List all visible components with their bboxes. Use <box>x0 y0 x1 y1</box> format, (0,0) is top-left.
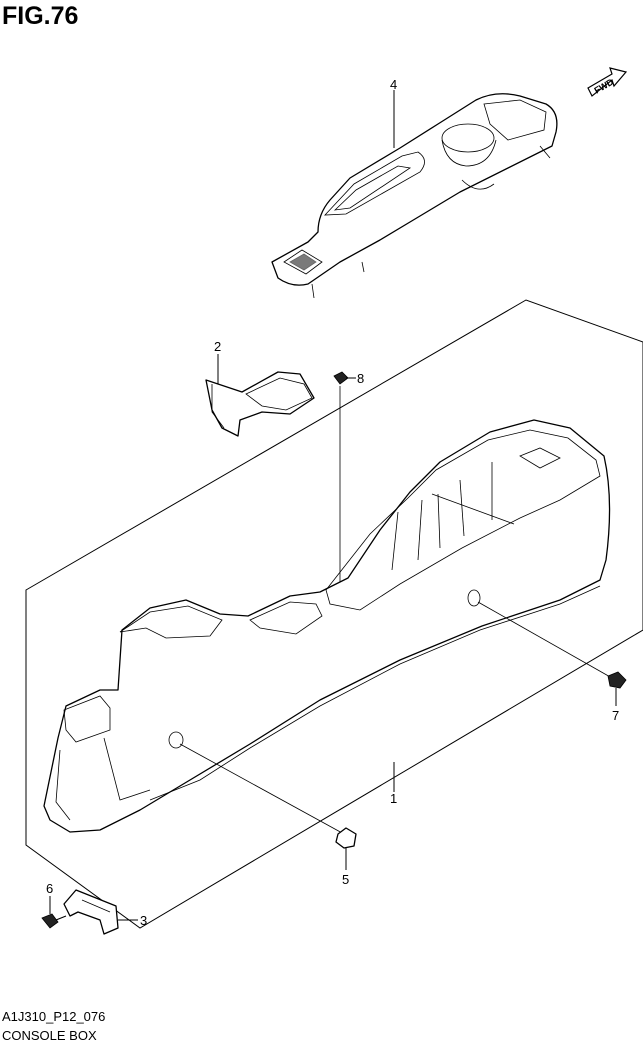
part-3-bracket <box>63 889 119 935</box>
part-5-clip <box>335 827 357 849</box>
figure-title: FIG.76 <box>2 2 79 30</box>
assembly-frame <box>25 299 643 929</box>
callout-2: 2 <box>214 339 221 354</box>
part-4-upper-panel <box>271 93 558 299</box>
figure-name: CONSOLE BOX <box>2 1028 97 1043</box>
callout-4: 4 <box>390 77 397 92</box>
callout-5: 5 <box>342 872 349 887</box>
callout-1: 1 <box>390 791 397 806</box>
part-8-screw <box>333 371 354 385</box>
part-6-bolt <box>41 913 67 929</box>
guide-line-7 <box>477 601 613 679</box>
part-7-screw <box>607 671 627 689</box>
callout-6: 6 <box>46 881 53 896</box>
guide-line-5 <box>179 743 345 835</box>
callout-7: 7 <box>612 708 619 723</box>
fwd-arrow-icon: FWD <box>587 67 628 97</box>
callout-8: 8 <box>357 371 364 386</box>
part-2-pocket <box>205 371 315 437</box>
callout-3: 3 <box>140 913 147 928</box>
part-1-console-box <box>43 419 611 833</box>
drawing-code: A1J310_P12_076 <box>2 1009 106 1024</box>
